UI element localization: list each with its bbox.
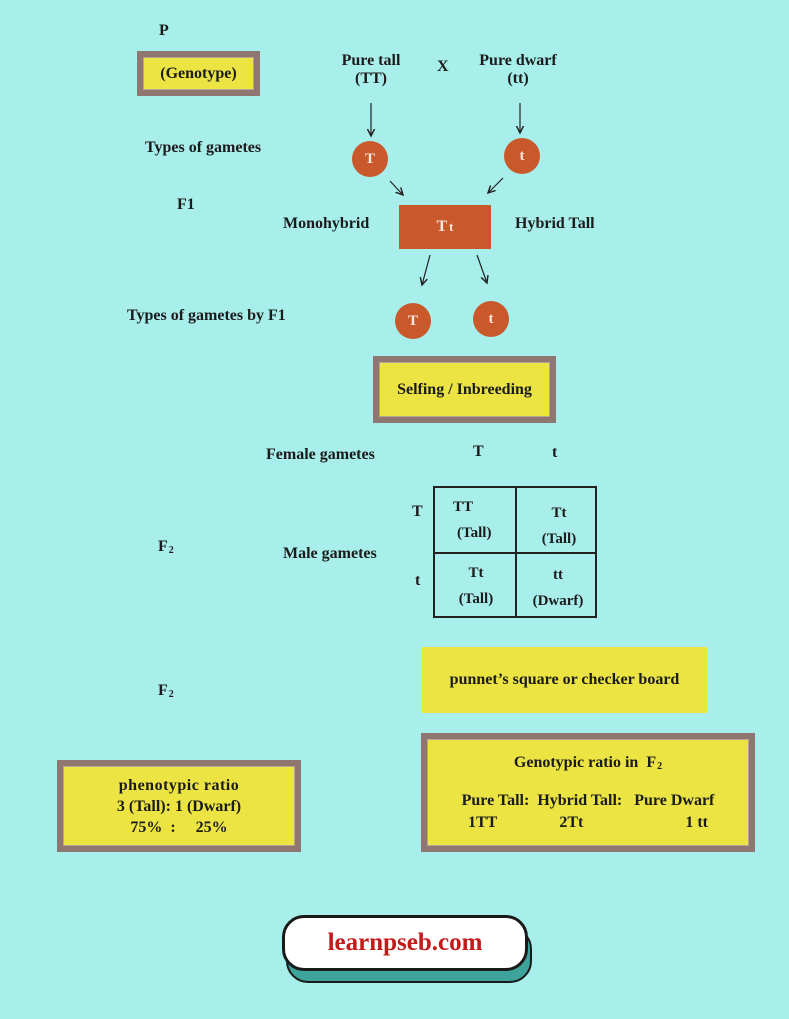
genotypic-value-2: 2Tt	[559, 813, 584, 831]
types-of-gametes-f1-label: Types of gametes by F1	[127, 307, 286, 324]
gamete-circle-dwarf: t	[504, 138, 540, 174]
f2-subscript: 2	[168, 545, 174, 556]
cell-phenotype: (Tall)	[458, 591, 494, 607]
arrow-gamete-small-t-to-f1	[488, 177, 504, 193]
genotypic-value-3: 1 tt	[685, 813, 708, 831]
phenotypic-ratio-line2: 75% : 25%	[130, 818, 228, 836]
cell-genotype: Tt	[468, 565, 484, 581]
cell-genotype: tt	[553, 567, 563, 583]
punnett-cell-tt-hybrid: Tt (Tall)	[523, 500, 595, 552]
selfing-box: Selfing / Inbreeding	[373, 356, 556, 423]
punnett-square: TT (Tall) Tt (Tall) Tt (Tall) tt (Dwarf)	[433, 486, 597, 618]
punnett-cell-tt-hybrid-2: Tt (Tall)	[439, 560, 513, 612]
genotypic-ratio-values: 1TT 2Tt 1 tt	[468, 812, 708, 834]
pure-tall-genotype: (TT)	[355, 70, 387, 87]
punnett-cell-dwarf: tt (Dwarf)	[519, 562, 597, 614]
generation-f2-label-2: F2	[158, 682, 174, 700]
phenotypic-ratio-line1: 3 (Tall): 1 (Dwarf)	[116, 797, 242, 815]
female-gamete-1: T	[473, 443, 484, 460]
genotypic-ratio-title: Genotypic ratio in F2	[514, 752, 662, 778]
site-logo[interactable]: learnpseb.com	[282, 915, 532, 983]
f2-text: F	[158, 682, 168, 699]
genotype-box: (Genotype)	[137, 51, 260, 96]
types-of-gametes-label: Types of gametes	[145, 139, 262, 156]
generation-f2-label: F2	[158, 538, 174, 556]
female-gamete-2: t	[552, 444, 558, 461]
cell-phenotype: (Dwarf)	[532, 593, 584, 609]
arrow-f1-to-gamete-t	[422, 254, 431, 285]
generation-f1-label: F1	[177, 196, 195, 213]
genotypic-ratio-box: Genotypic ratio in F2 Pure Tall: Hybrid …	[421, 733, 755, 852]
arrow-gamete-t-to-f1	[389, 180, 403, 195]
pure-dwarf-label: Pure dwarf (tt)	[468, 52, 568, 88]
punnett-caption-box: punnet’s square or checker board	[422, 647, 707, 713]
genotypic-ratio-row1: Pure Tall: Hybrid Tall: Pure Dwarf	[461, 791, 715, 809]
f1-genotype-big: T	[436, 218, 448, 235]
male-gametes-label: Male gametes	[283, 545, 377, 562]
phenotypic-ratio-title: phenotypic ratio	[118, 776, 240, 794]
punnett-caption: punnet’s square or checker board	[449, 671, 680, 688]
genotype-label: (Genotype)	[160, 64, 237, 82]
monohybrid-label: Monohybrid	[283, 215, 370, 232]
f2-text: F	[158, 538, 168, 555]
f1-gamete-circle-dwarf: t	[473, 301, 509, 337]
pure-tall-label: Pure tall (TT)	[331, 52, 411, 88]
pure-dwarf-genotype: (tt)	[507, 70, 529, 87]
male-gamete-2: t	[415, 572, 421, 589]
genotypic-title-text: Genotypic ratio in F	[513, 753, 657, 771]
pure-dwarf-text: Pure dwarf	[479, 52, 557, 69]
pure-tall-text: Pure tall	[341, 52, 401, 69]
logo-pill: learnpseb.com	[282, 915, 528, 971]
punnett-cell-tt-tall: TT (Tall)	[443, 494, 513, 546]
f2-subscript: 2	[168, 689, 174, 700]
cell-phenotype: (Tall)	[457, 525, 492, 541]
female-gametes-label: Female gametes	[266, 446, 375, 463]
f1-gamete-circle-tall: T	[395, 303, 431, 339]
logo-text: learnpseb.com	[327, 929, 483, 956]
cell-genotype: Tt	[551, 505, 567, 521]
genotypic-value-1: 1TT	[468, 813, 498, 831]
genotypic-title-subscript: 2	[657, 760, 663, 772]
hybrid-tall-label: Hybrid Tall	[515, 215, 595, 232]
arrow-f1-to-gamete-small-t	[476, 254, 487, 283]
cross-symbol: X	[437, 58, 449, 75]
generation-p-label: P	[159, 22, 169, 39]
selfing-label: Selfing / Inbreeding	[397, 380, 532, 398]
phenotypic-ratio-box: phenotypic ratio 3 (Tall): 1 (Dwarf) 75%…	[57, 760, 301, 852]
cell-phenotype: (Tall)	[541, 531, 577, 547]
cell-genotype: TT	[453, 499, 474, 515]
f1-genotype-small: t	[449, 219, 454, 234]
male-gamete-1: T	[412, 503, 423, 520]
gamete-circle-tall: T	[352, 141, 388, 177]
punnett-divider-horizontal	[435, 552, 595, 554]
